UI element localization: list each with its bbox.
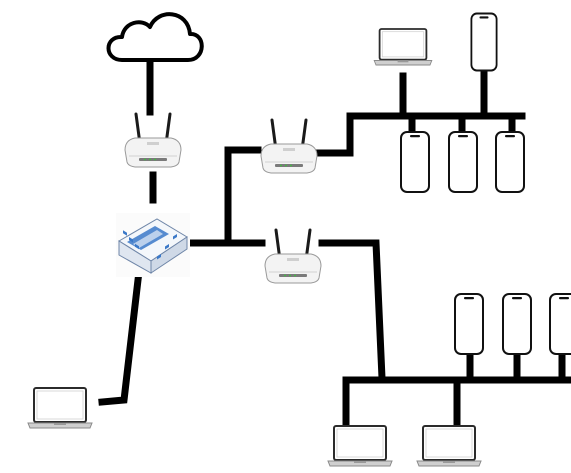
link-lower-router-bus [318,239,386,382]
wifi-router-icon [263,228,323,285]
cloud-icon [106,12,204,62]
link-lower-bus [342,376,571,430]
connection-lines [98,58,571,432]
laptop-icon [416,425,482,467]
smartphone-icon [448,131,478,193]
wifi-router-icon [259,118,319,175]
link-trunk-upper [224,146,262,247]
smartphone-icon [470,12,498,72]
smartphone-icon [454,293,484,355]
smartphone-icon [502,293,532,355]
laptop-icon [27,387,93,429]
smartphone-icon [549,293,571,355]
laptop-icon [373,28,433,66]
laptop-icon [327,425,393,467]
smartphone-icon [400,131,430,193]
link-upper-router-bus [314,112,526,157]
mikrotik-router-icon [116,213,190,277]
wifi-router-icon [123,112,183,169]
smartphone-icon [495,131,525,193]
link-mikrotik-laptop [98,276,142,406]
